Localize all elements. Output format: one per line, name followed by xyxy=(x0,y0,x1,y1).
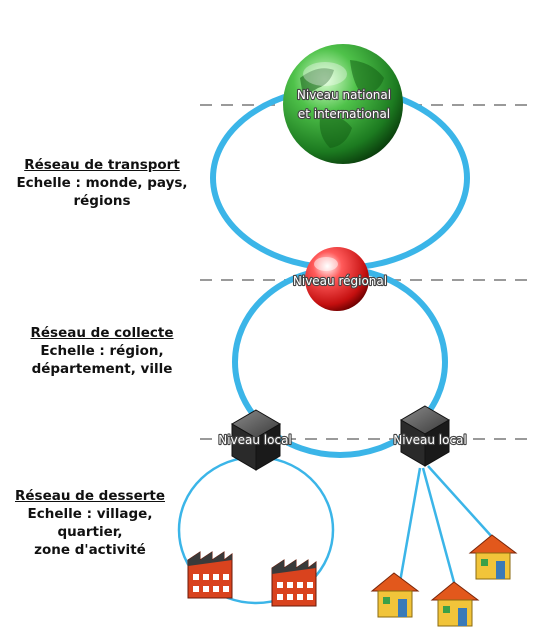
desserte-network-label: Réseau de desserte Echelle : village, qu… xyxy=(0,487,180,559)
national-level-label-line2: et international xyxy=(298,107,390,121)
regional-level-label: Niveau régional xyxy=(293,274,387,288)
collecte-network-label: Réseau de collecte Echelle : région, dép… xyxy=(4,324,200,378)
local-level-label-right: Niveau local xyxy=(393,433,467,447)
local-connections xyxy=(398,465,494,587)
collecte-network-title: Réseau de collecte xyxy=(30,325,174,341)
house-icon xyxy=(468,534,518,580)
factory-icon xyxy=(187,551,233,599)
transport-scale-line1: Echelle : monde, pays, xyxy=(16,175,188,191)
national-level-label-line1: Niveau national xyxy=(297,88,391,102)
desserte-scale-line1: Echelle : village, xyxy=(27,506,153,522)
house-icon xyxy=(370,572,420,618)
factory-icon xyxy=(271,559,317,607)
red-sphere-icon xyxy=(305,247,369,311)
desserte-scale-line2: quartier, xyxy=(57,524,123,540)
desserte-network-title: Réseau de desserte xyxy=(15,488,165,504)
local-level-label-left: Niveau local xyxy=(218,433,292,447)
transport-network-label: Réseau de transport Echelle : monde, pay… xyxy=(4,156,200,210)
collecte-scale-line1: Echelle : région, xyxy=(40,343,164,359)
desserte-scale-line3: zone d'activité xyxy=(34,542,146,558)
collecte-scale-line2: département, ville xyxy=(31,361,173,377)
globe-icon xyxy=(283,44,403,164)
cube-icon xyxy=(231,409,281,471)
cube-icon xyxy=(400,405,450,467)
transport-scale-line2: régions xyxy=(73,193,131,209)
transport-network-title: Réseau de transport xyxy=(24,157,180,173)
house-icon xyxy=(430,581,480,627)
